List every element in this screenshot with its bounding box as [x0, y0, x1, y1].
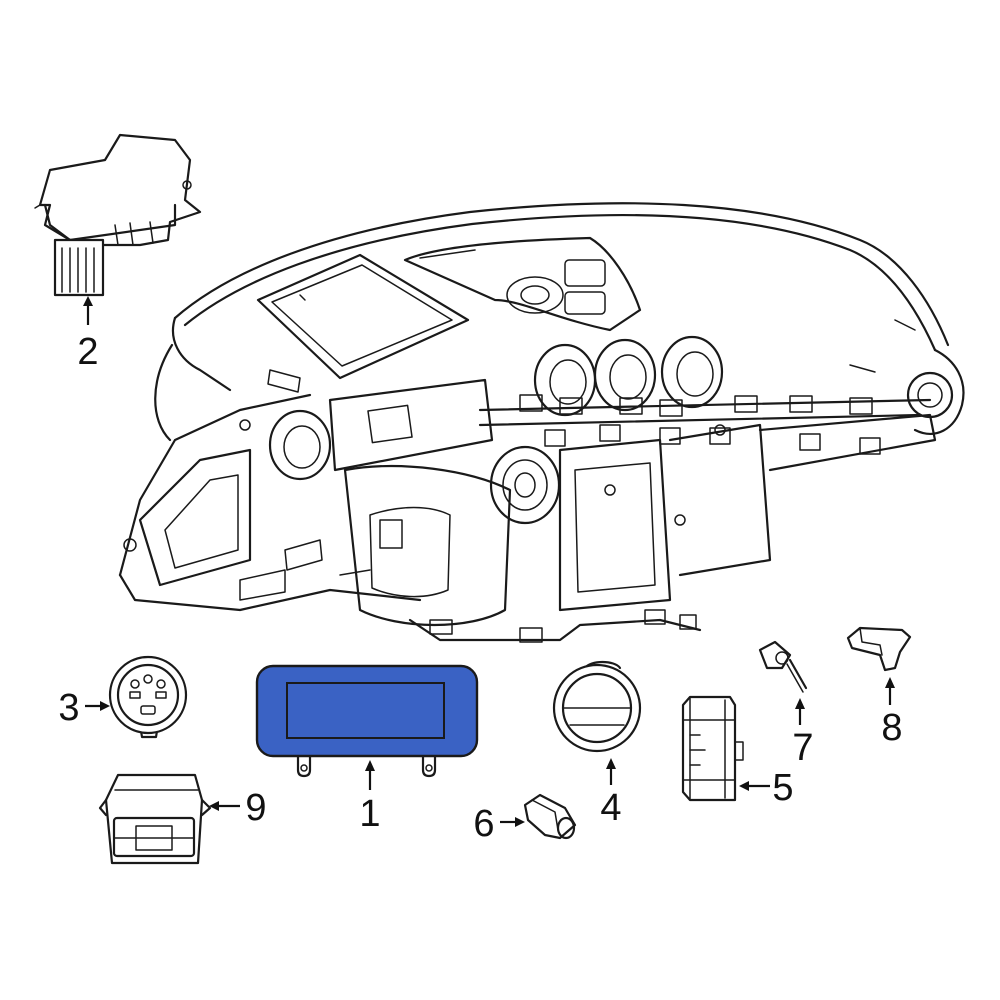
part-9-switch-housing: [98, 773, 212, 865]
callout-numbers: 2 1 3 9 4 6 5 7 8: [58, 331, 902, 845]
right-vent-ring: [906, 371, 954, 419]
part-6-sensor: [523, 793, 577, 840]
part-3-round-switch: [108, 655, 188, 739]
part-8-clip: [846, 626, 912, 672]
callout-4: 4: [600, 787, 621, 829]
mount-tab-left: [296, 750, 312, 778]
callout-9: 9: [245, 787, 266, 829]
part-1-display-unit: [255, 664, 479, 778]
part-4-round-vent: [552, 660, 642, 753]
part-5-relay-module: [681, 695, 744, 802]
mount-tab-right: [421, 750, 437, 778]
callout-7: 7: [792, 727, 813, 769]
display-screen: [286, 682, 445, 739]
callout-8: 8: [881, 707, 902, 749]
instrument-panel-assembly: [118, 202, 965, 643]
part-7-connector-pigtail: [758, 640, 808, 693]
connector-block: [53, 238, 105, 297]
part-2-control-module: [34, 133, 202, 297]
callout-1: 1: [359, 793, 380, 835]
callout-6: 6: [473, 803, 494, 845]
left-vent: [268, 409, 332, 481]
callout-2: 2: [77, 331, 98, 373]
callout-arrows: [83, 296, 895, 827]
callout-5: 5: [772, 767, 793, 809]
beam-brackets: [519, 394, 881, 455]
display-housing: [256, 253, 470, 380]
center-vents: [533, 335, 724, 417]
callout-3: 3: [58, 687, 79, 729]
